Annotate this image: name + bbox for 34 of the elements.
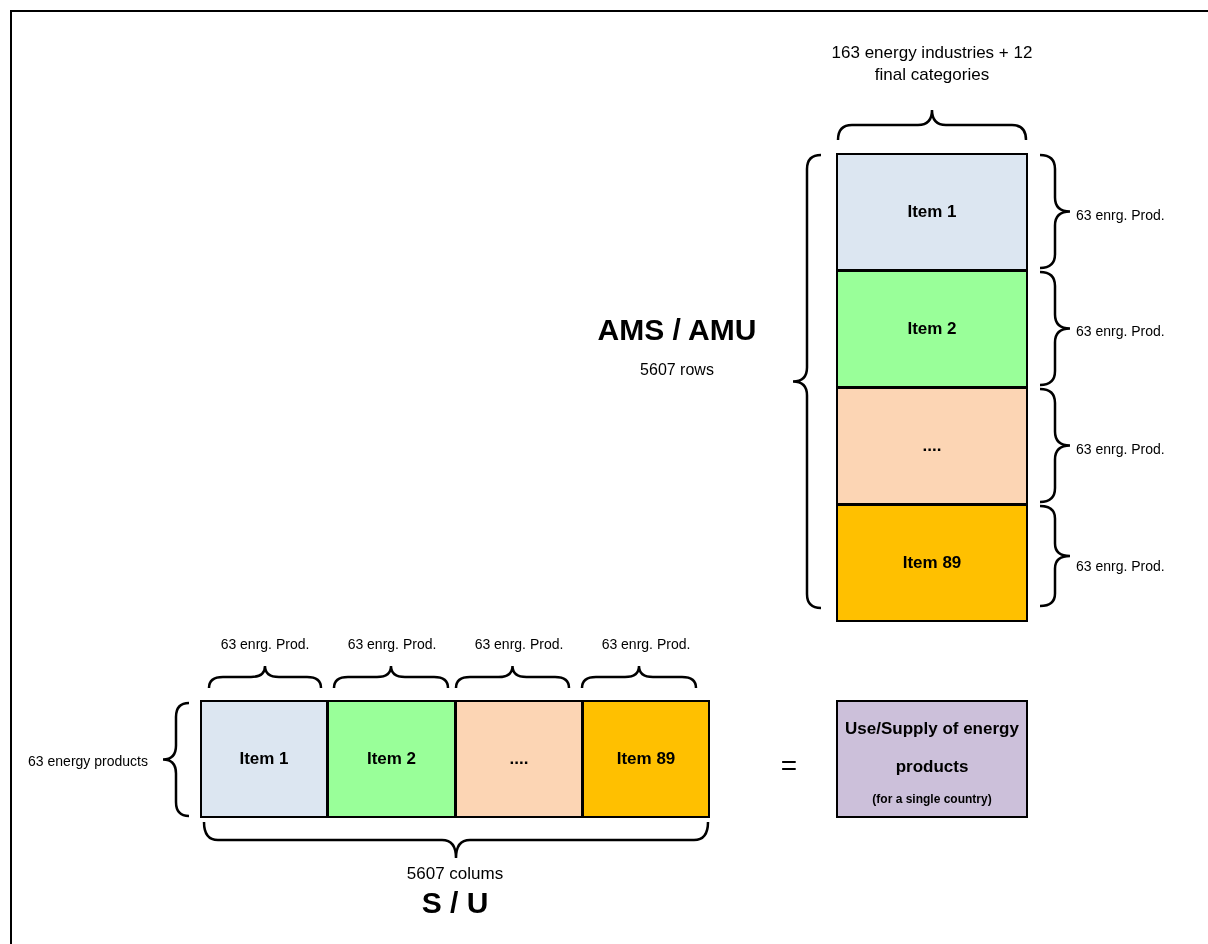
annotation-label: AMS / AMU — [596, 312, 758, 348]
block-label: .... — [508, 748, 530, 770]
matrix-block — [836, 700, 1028, 818]
matrix-block — [200, 700, 328, 818]
block-label: Item 1 — [238, 748, 290, 770]
matrix-block — [836, 387, 1028, 505]
annotation-label: 63 enrg. Prod. — [1076, 440, 1166, 459]
annotation-label: 63 enrg. Prod. — [1076, 557, 1166, 576]
annotation-label: 163 energy industries + 12 final categories — [830, 42, 1034, 86]
matrix-block — [836, 504, 1028, 622]
block-label: Item 2 — [906, 318, 958, 340]
block-label: .... — [921, 435, 943, 457]
matrix-block — [455, 700, 583, 818]
block-label: Item 2 — [365, 748, 418, 770]
annotation-label: = — [779, 749, 799, 783]
matrix-block — [582, 700, 710, 818]
annotation-label: 63 enrg. Prod. — [219, 635, 311, 654]
block-label: (for a single country) — [872, 791, 992, 808]
matrix-block — [327, 700, 456, 818]
block-label: Item 89 — [901, 552, 963, 574]
annotation-label: 63 enrg. Prod. — [473, 635, 565, 654]
annotation-label: 63 enrg. Prod. — [600, 635, 692, 654]
block-label: Item 89 — [615, 748, 677, 770]
annotation-label: 63 energy products — [27, 752, 149, 771]
annotation-label: 63 enrg. Prod. — [1076, 206, 1166, 225]
annotation-label: 63 enrg. Prod. — [1076, 322, 1166, 341]
annotation-label: 63 enrg. Prod. — [346, 635, 438, 654]
matrix-block — [836, 153, 1028, 271]
annotation-label: S / U — [420, 885, 490, 921]
annotation-label: 5607 rows — [639, 360, 715, 380]
block-label: Use/Supply of energy products — [844, 718, 1020, 778]
matrix-block — [836, 270, 1028, 388]
block-label: Item 1 — [906, 201, 958, 223]
annotation-label: 5607 colums — [405, 863, 505, 885]
